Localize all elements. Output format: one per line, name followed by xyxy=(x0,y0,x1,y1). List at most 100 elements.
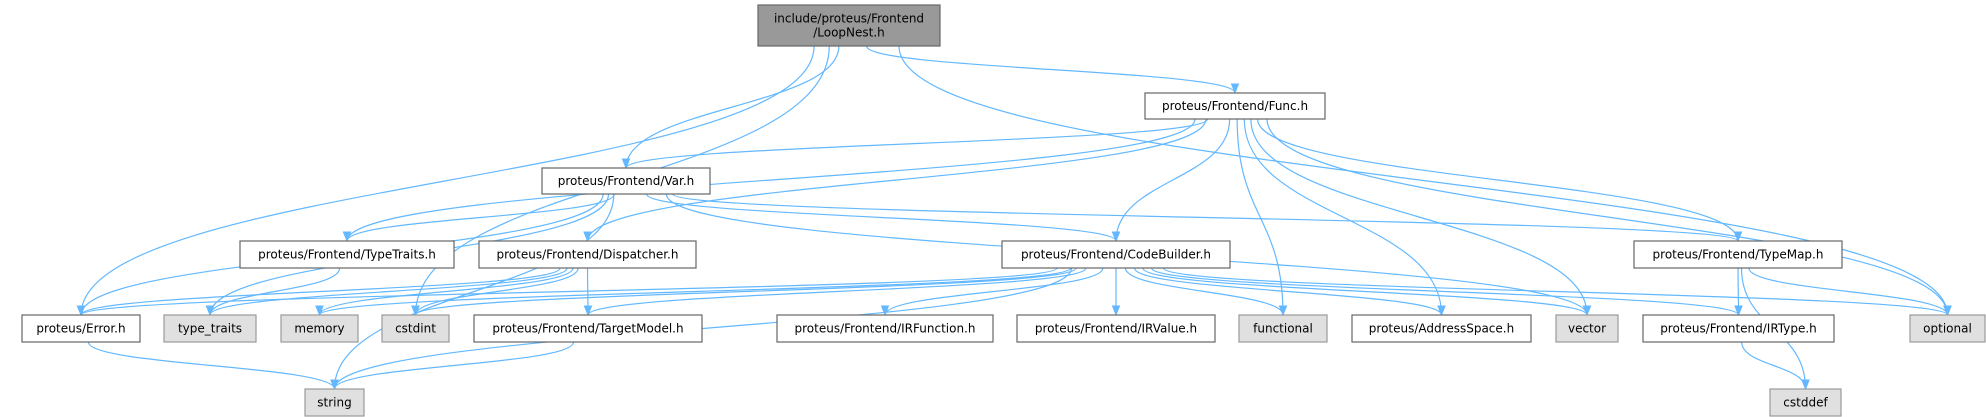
node-irtype[interactable]: proteus/Frontend/IRType.h xyxy=(1642,314,1835,343)
edge-codebuilder-to-string xyxy=(330,267,1073,391)
node-error[interactable]: proteus/Error.h xyxy=(21,314,141,343)
node-codebuilder[interactable]: proteus/Frontend/CodeBuilder.h xyxy=(1001,240,1231,269)
node-targetmodel[interactable]: proteus/Frontend/TargetModel.h xyxy=(473,314,703,343)
node-optional[interactable]: optional xyxy=(1909,314,1986,343)
node-addressspace[interactable]: proteus/AddressSpace.h xyxy=(1351,314,1532,343)
node-label: vector xyxy=(1568,322,1606,336)
edge-loopnest-to-var xyxy=(621,45,840,170)
node-box xyxy=(1555,314,1619,343)
node-irvalue[interactable]: proteus/Frontend/IRValue.h xyxy=(1016,314,1216,343)
node-box xyxy=(776,314,994,343)
edge-codebuilder-to-error xyxy=(77,267,1058,317)
node-box xyxy=(473,314,703,343)
edge-var-to-typetraits_h xyxy=(342,193,615,243)
edge-loopnest-to-error xyxy=(76,45,815,317)
node-box xyxy=(239,240,455,269)
node-box xyxy=(1001,240,1231,269)
node-label: proteus/Frontend/IRValue.h xyxy=(1035,322,1197,336)
node-box xyxy=(757,4,941,47)
edge-dispatcher-to-cstdint xyxy=(411,267,579,317)
edge-dispatcher-to-error xyxy=(76,267,561,317)
node-label: proteus/Frontend/Func.h xyxy=(1162,99,1308,113)
edge-func-to-typetraits_h xyxy=(342,118,1196,243)
edge-func-to-optional xyxy=(1266,118,1952,317)
edges xyxy=(76,45,1952,391)
node-box xyxy=(1144,92,1326,120)
node-box xyxy=(478,240,697,269)
node-type_traits[interactable]: type_traits xyxy=(163,314,257,343)
edge-codebuilder-to-addressspace xyxy=(1133,267,1446,317)
node-label: proteus/Frontend/TypeMap.h xyxy=(1653,248,1824,262)
node-box xyxy=(1016,314,1216,343)
edge-targetmodel-to-string xyxy=(330,341,575,391)
edge-dispatcher-to-memory xyxy=(315,267,574,317)
node-label: type_traits xyxy=(178,322,242,336)
node-loopnest[interactable]: include/proteus/Frontend/LoopNest.h xyxy=(757,4,941,47)
node-label: proteus/Error.h xyxy=(36,322,125,336)
edge-func-to-vector xyxy=(1250,118,1592,317)
node-label: string xyxy=(317,396,351,410)
edge-typemap-to-optional xyxy=(1748,267,1952,317)
edge-func-to-functional xyxy=(1236,118,1288,317)
node-memory[interactable]: memory xyxy=(280,314,359,343)
node-label: cstdint xyxy=(395,322,436,336)
node-box xyxy=(304,388,365,417)
node-dispatcher[interactable]: proteus/Frontend/Dispatcher.h xyxy=(478,240,697,269)
edge-func-to-codebuilder xyxy=(1111,118,1231,243)
node-box xyxy=(541,167,711,195)
edge-var-to-string xyxy=(330,193,615,391)
edge-func-to-typemap xyxy=(1257,118,1743,243)
node-label: /LoopNest.h xyxy=(813,26,885,40)
node-label: cstddef xyxy=(1783,396,1828,410)
edge-func-to-addressspace xyxy=(1243,118,1446,317)
node-vector[interactable]: vector xyxy=(1555,314,1619,343)
node-label: proteus/Frontend/TypeTraits.h xyxy=(258,248,436,262)
node-cstddef[interactable]: cstddef xyxy=(1769,388,1842,417)
node-func[interactable]: proteus/Frontend/Func.h xyxy=(1144,92,1326,120)
nodes: include/proteus/Frontend/LoopNest.h prote… xyxy=(21,4,1986,417)
node-box xyxy=(280,314,359,343)
edge-codebuilder-to-memory xyxy=(315,267,1072,317)
edge-var-to-codebuilder xyxy=(645,193,1121,243)
node-label: proteus/Frontend/Var.h xyxy=(558,174,695,188)
edge-codebuilder-to-optional xyxy=(1162,267,1952,317)
node-irfunction[interactable]: proteus/Frontend/IRFunction.h xyxy=(776,314,994,343)
node-box xyxy=(1351,314,1532,343)
node-label: memory xyxy=(294,322,344,336)
node-box xyxy=(21,314,141,343)
edge-codebuilder-to-irtype xyxy=(1150,267,1743,317)
node-box xyxy=(1238,314,1328,343)
node-box xyxy=(1909,314,1986,343)
edge-codebuilder-to-targetmodel xyxy=(583,267,1087,317)
node-label: optional xyxy=(1923,322,1972,336)
edge-codebuilder-to-cstdint xyxy=(411,267,1077,317)
edge-error-to-string xyxy=(87,341,339,391)
edge-func-to-var xyxy=(621,118,1209,170)
edge-dispatcher-to-type_traits xyxy=(205,267,568,317)
node-box xyxy=(1642,314,1835,343)
node-typetraits_h[interactable]: proteus/Frontend/TypeTraits.h xyxy=(239,240,455,269)
edge-codebuilder-to-functional xyxy=(1124,267,1288,317)
node-var[interactable]: proteus/Frontend/Var.h xyxy=(541,167,711,195)
node-box xyxy=(1633,240,1843,269)
node-label: functional xyxy=(1253,322,1313,336)
edge-codebuilder-to-vector xyxy=(1142,267,1592,317)
node-label: proteus/Frontend/TargetModel.h xyxy=(492,322,683,336)
node-box xyxy=(163,314,257,343)
node-label: proteus/Frontend/CodeBuilder.h xyxy=(1021,248,1211,262)
node-label: proteus/AddressSpace.h xyxy=(1369,322,1514,336)
node-box xyxy=(1769,388,1842,417)
node-typemap[interactable]: proteus/Frontend/TypeMap.h xyxy=(1633,240,1843,269)
node-functional[interactable]: functional xyxy=(1238,314,1328,343)
edge-irtype-to-cstddef xyxy=(1741,341,1810,391)
node-label: proteus/Frontend/Dispatcher.h xyxy=(497,248,679,262)
node-label: proteus/Frontend/IRType.h xyxy=(1660,322,1817,336)
node-cstdint[interactable]: cstdint xyxy=(381,314,450,343)
node-label: include/proteus/Frontend xyxy=(774,12,924,26)
edge-loopnest-to-optional xyxy=(898,45,1952,317)
edge-loopnest-to-func xyxy=(865,45,1240,95)
node-label: proteus/Frontend/IRFunction.h xyxy=(795,322,976,336)
node-string[interactable]: string xyxy=(304,388,365,417)
edge-func-to-dispatcher xyxy=(583,118,1207,243)
